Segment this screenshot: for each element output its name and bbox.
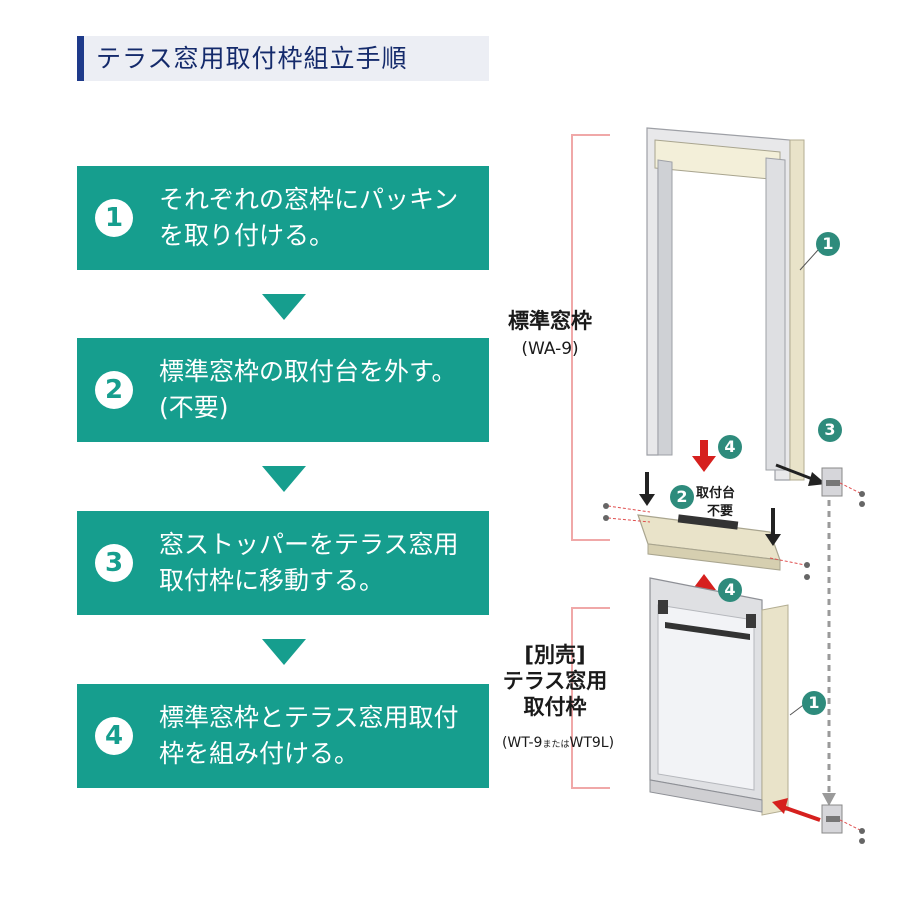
step-2-text: 標準窓枠の取付台を外す。(不要) (159, 357, 457, 422)
step-1-number: 1 (95, 199, 133, 237)
stopper-move-path (822, 500, 836, 806)
black-down-arrows (639, 472, 781, 546)
title-bar (77, 36, 489, 81)
sold-separately-tag: [別売] (524, 643, 586, 667)
step-arrow-3 (262, 639, 306, 665)
standard-frame-label: 標準窓枠 (508, 309, 592, 333)
callout-4-top: 4 (718, 435, 742, 459)
standard-frame-bracket (571, 134, 610, 541)
standard-frame-illustration (646, 127, 819, 481)
window-stopper-bottom (821, 804, 865, 844)
callout-3: 3 (818, 418, 842, 442)
step-arrow-2 (262, 466, 306, 492)
callout-1-top: 1 (816, 232, 840, 256)
assembly-diagram: 標準窓枠 (WA-9) [別売] テラス窓用 取付枠 (WT-9またはWT9L)… (500, 100, 900, 900)
callout-1-bottom: 1 (802, 691, 826, 715)
callout-2-label-line1: 取付台 (696, 486, 736, 501)
step-3-box: 3 窓ストッパーをテラス窓用取付枠に移動する。 (77, 511, 489, 615)
terrace-frame-bracket (571, 607, 610, 789)
page-title: テラス窓用取付枠組立手順 (96, 44, 408, 73)
terrace-frame-illustration (649, 577, 811, 816)
terrace-frame-model: (WT-9またはWT9L) (488, 734, 628, 754)
assembly-illustration (571, 127, 865, 844)
callout-2: 2 (670, 485, 694, 509)
step-4-box: 4 標準窓枠とテラス窓用取付枠を組み付ける。 (77, 684, 489, 788)
step-1-text: それぞれの窓枠にパッキンを取り付ける。 (159, 185, 459, 250)
title-accent-bar (77, 36, 84, 81)
model-suffix: WT9L) (569, 735, 615, 751)
step-4-number: 4 (95, 717, 133, 755)
mounting-base-illustration (603, 503, 810, 580)
step-2-box: 2 標準窓枠の取付台を外す。(不要) (77, 338, 489, 442)
step-2-number: 2 (95, 371, 133, 409)
step-3-text: 窓ストッパーをテラス窓用取付枠に移動する。 (159, 530, 459, 595)
callout-4-bottom: 4 (718, 578, 742, 602)
standard-frame-model: (WA-9) (521, 339, 579, 359)
step-4-text: 標準窓枠とテラス窓用取付枠を組み付ける。 (159, 703, 459, 768)
step-arrow-1 (262, 294, 306, 320)
red-left-arrow (772, 798, 821, 822)
terrace-frame-label-line1: テラス窓用 (502, 669, 608, 693)
red-arrow-down (692, 440, 716, 472)
terrace-frame-label-line2: 取付枠 (523, 695, 587, 719)
model-prefix: (WT-9 (501, 735, 543, 751)
window-stopper-top (821, 467, 865, 507)
step-3-number: 3 (95, 544, 133, 582)
step-1-box: 1 それぞれの窓枠にパッキンを取り付ける。 (77, 166, 489, 270)
callout-2-label-line2: 不要 (707, 504, 734, 519)
model-or: または (542, 740, 570, 750)
